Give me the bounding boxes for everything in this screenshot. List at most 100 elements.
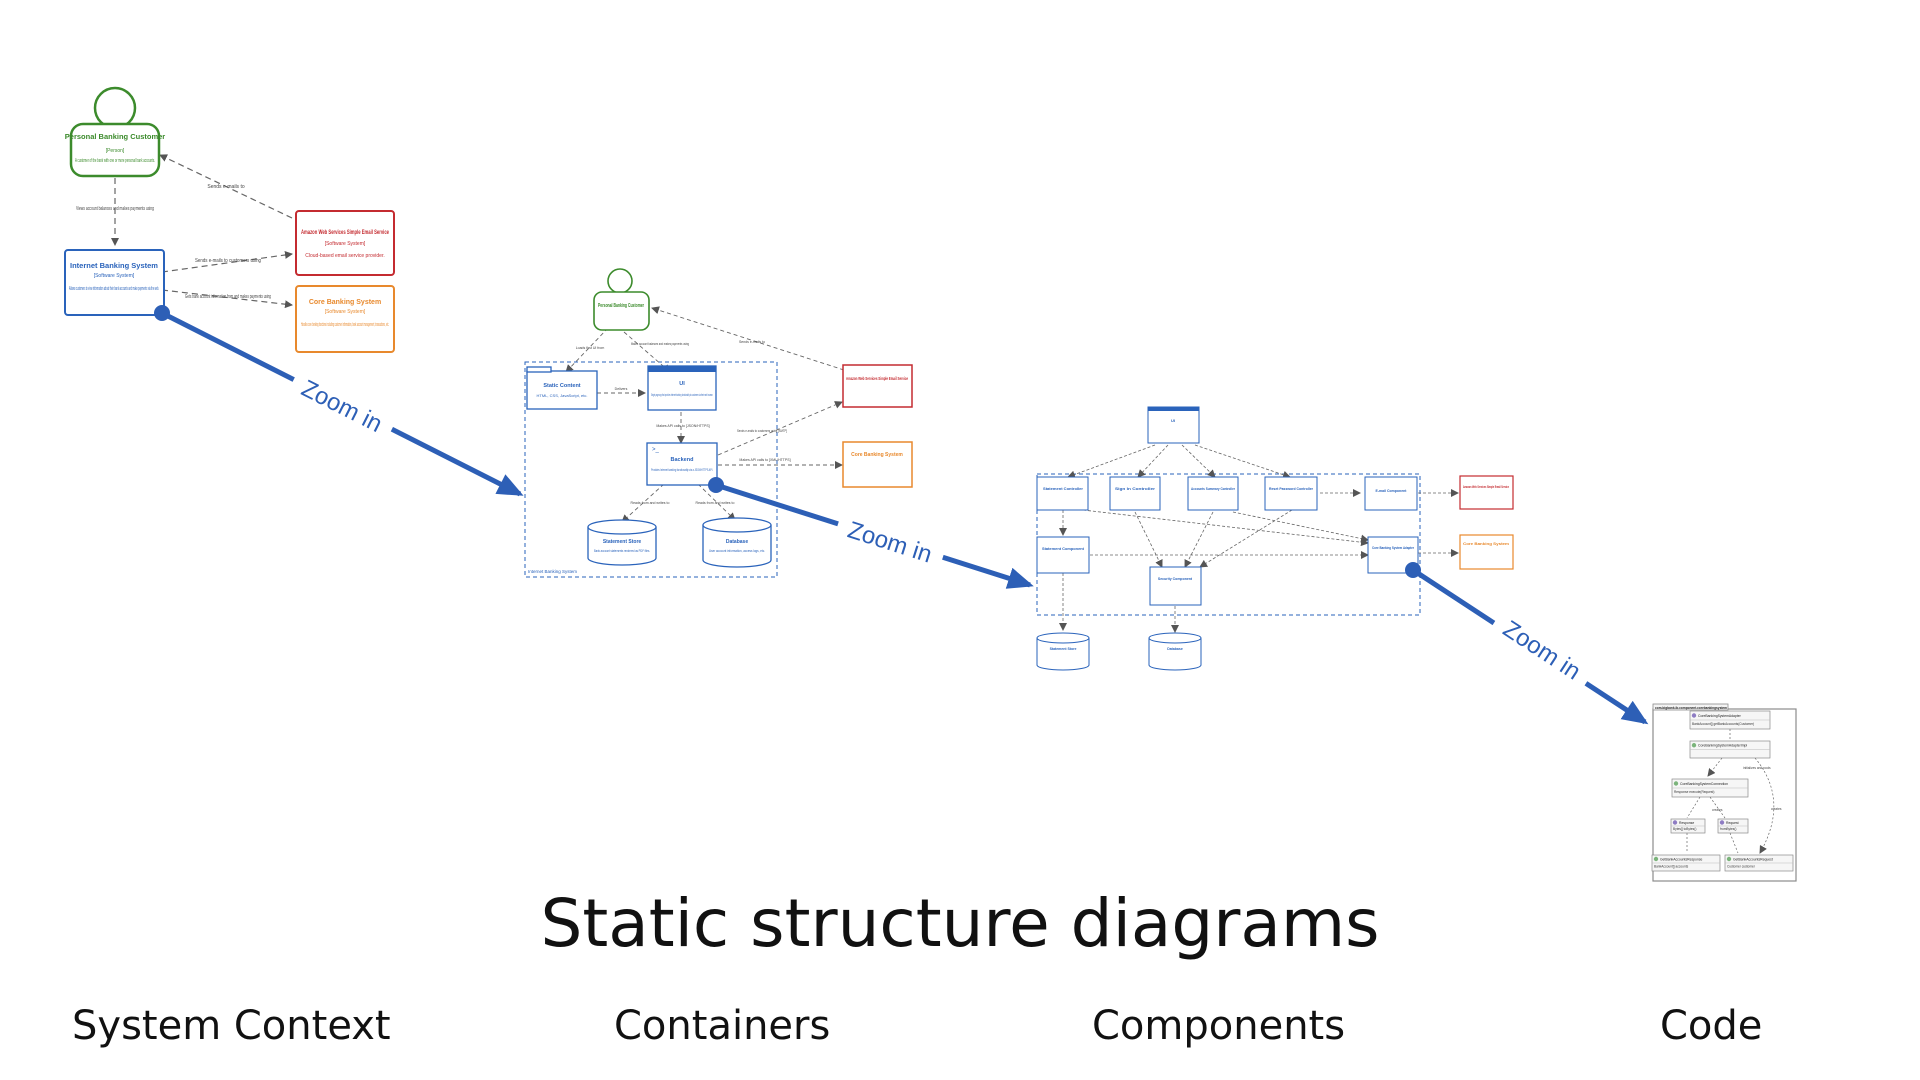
comp-accounts-name: Accounts Summary Controller [1191, 487, 1236, 491]
rel-sends-using: Sends e-mails to customers using [SMTP] [737, 429, 787, 433]
level-label-components: Components [1092, 1003, 1346, 1049]
interface-icon [1691, 713, 1697, 718]
container-person-name: Personal Banking Customer [598, 303, 644, 309]
class-icon [1691, 743, 1697, 748]
code-class-1: CoreBankingSystemAdapterImpl [1689, 740, 1771, 759]
comp-statement-comp-name: Statement Component [1042, 547, 1085, 551]
level-label-containers: Containers [614, 1003, 831, 1049]
system-context-diagram: Personal Banking Customer [Person] A cus… [64, 86, 395, 353]
code-class-name: Response [1679, 821, 1694, 825]
core-banking-desc: Handles core banking functions including… [301, 322, 389, 328]
class-icon [1673, 781, 1679, 786]
comp-aws-name: Amazon Web Services Simple Email Service [1463, 485, 1509, 489]
static-content-name: Static Content [543, 383, 580, 389]
code-rel-creates: creates [1771, 807, 1782, 811]
ui-box [647, 365, 717, 411]
comp-core-name: Core Banking System [1463, 542, 1509, 546]
backend-box [646, 442, 718, 486]
static-content-desc: HTML, CSS, JavaScript, etc. [537, 393, 588, 398]
statement-store-cylinder [587, 519, 657, 566]
components-diagram: UI Statement Controller Sign In Controll… [1036, 406, 1514, 671]
comp-reset-name: Reset Password Controller [1269, 487, 1314, 491]
person-type: [Person] [106, 148, 125, 154]
comp-ui-box [1147, 406, 1200, 444]
comp-security-component [1149, 566, 1202, 606]
container-email-box [842, 364, 913, 408]
comp-email-component [1364, 476, 1418, 511]
backend-name: Backend [671, 457, 694, 463]
person-shape [69, 86, 161, 178]
code-class-name: CoreBankingSystemConnection [1680, 782, 1728, 786]
code-class-name: CoreBankingSystemAdapterImpl [1698, 744, 1747, 748]
zoom-arrow-2-dot [708, 477, 724, 493]
ui-desc: Single-page app that provides Internet b… [651, 393, 713, 397]
core-banking-box [295, 285, 395, 353]
code-class-4: Request fromBytes() [1717, 818, 1749, 834]
statement-store-name: Statement Store [603, 539, 642, 545]
rel-sends: Sends e-mails to [739, 340, 765, 344]
comp-security-name: Security Component [1158, 577, 1193, 581]
code-rel-lines [1686, 729, 1775, 854]
core-banking-name: Core Banking System [309, 299, 381, 306]
comp-adapter [1367, 536, 1419, 574]
database-cylinder [702, 517, 772, 568]
level-label-system-context: System Context [72, 1003, 391, 1049]
container-core-box [842, 441, 913, 488]
comp-signin-name: Sign In Controller [1115, 487, 1156, 491]
comp-aws-box [1459, 475, 1514, 510]
code-class-member: fromBytes() [1720, 827, 1736, 831]
comp-db-name: Database [1167, 647, 1183, 651]
system-name: Internet Banking System [70, 261, 158, 270]
rel-api: Makes API calls to [JSON/HTTPS] [656, 424, 709, 428]
comp-ui-name: UI [1171, 418, 1175, 423]
zoom-arrow-3-dot [1405, 562, 1421, 578]
database-desc: User account information, access logs, e… [709, 549, 765, 553]
container-boundary [524, 361, 778, 578]
rel-reads-db: Reads from and writes to [696, 501, 735, 505]
code-package-name: com.bigbank.ib.component.corebankingsyst… [1655, 706, 1727, 710]
email-system-desc: Cloud-based email service provider. [305, 253, 384, 259]
comp-db-cylinder [1148, 632, 1202, 671]
comp-statement-controller-name: Statement Controller [1043, 487, 1084, 491]
email-system-type: [Software System] [325, 241, 366, 247]
code-class-name: GetBankAccountsRequest [1733, 857, 1773, 861]
code-diagram: com.bigbank.ib.component.corebankingsyst… [1651, 703, 1797, 882]
containers-diagram: Internet Banking System Personal Banking… [524, 268, 913, 578]
system-desc: Allows customers to view information abo… [69, 286, 159, 292]
rel-sends-email: Sends e-mails to [207, 184, 244, 190]
terminal-icon: >_ [652, 447, 660, 453]
page-title: Static structure diagrams [540, 885, 1380, 962]
email-system-name: Amazon Web Services Simple Email Service [301, 229, 389, 236]
comp-statement-controller [1036, 476, 1089, 511]
email-system-box [295, 210, 395, 276]
component-boundary [1036, 473, 1421, 616]
component-rel-lines [1059, 444, 1459, 633]
comp-store-name: Statement Store [1050, 647, 1077, 651]
level-label-code: Code [1660, 1003, 1763, 1049]
system-type: [Software System] [94, 273, 135, 279]
code-class-member: BankAccount[] accounts [1654, 864, 1689, 868]
comp-reset-controller [1264, 476, 1318, 511]
code-class-name: GetBankAccountsResponse [1660, 857, 1703, 861]
zoom-arrows: Zoom in Zoom in Zoom in [154, 305, 1649, 725]
rel-uses: Makes account balances and makes payment… [631, 342, 689, 346]
statement-store-desc: Bank account statements rendered as PDF … [594, 549, 650, 553]
code-rel-creates-2: creates [1712, 808, 1723, 812]
container-boundary-label: Internet Banking System [528, 569, 577, 574]
code-class-name: Request [1726, 821, 1739, 825]
backend-desc: Provides Internet banking functionality … [651, 468, 713, 472]
comp-email-name: E-mail Component [1376, 489, 1408, 493]
database-name: Database [726, 539, 748, 545]
internet-banking-system-box [64, 249, 165, 316]
comp-store-cylinder [1036, 632, 1090, 671]
rel-delivers: Delivers [615, 387, 628, 391]
container-rel-lines [565, 306, 845, 523]
code-class-member: Customer customer [1727, 864, 1756, 868]
code-class-member: Response execute(Request) [1674, 790, 1714, 794]
rel-sends-email-customers: Sends e-mails to customers using [195, 258, 261, 264]
rel-gets-info: Gets bank account information from and m… [185, 294, 271, 300]
